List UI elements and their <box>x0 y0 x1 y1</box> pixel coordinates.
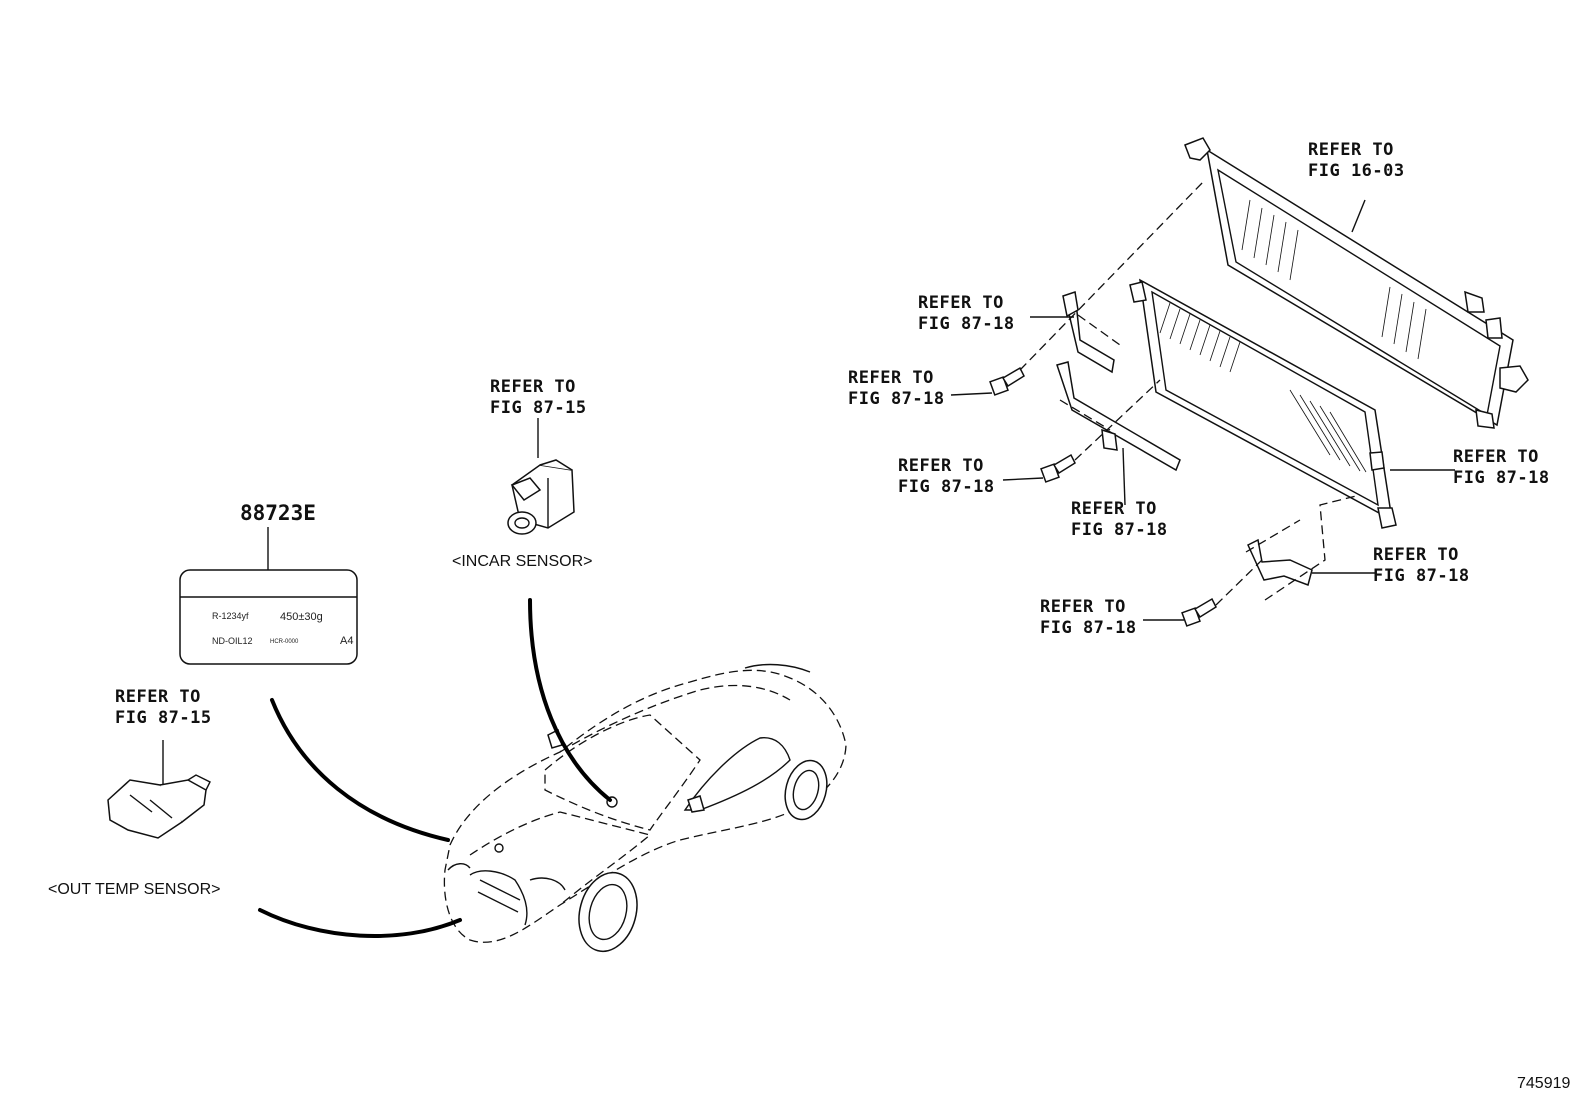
refer-label-16-03-line1: REFER TO <box>1308 140 1394 160</box>
out-temp-sensor-icon <box>107 740 211 839</box>
refer-label-bracket-low-line1: REFER TO <box>1373 545 1459 565</box>
caption-incar-sensor: <INCAR SENSOR> <box>452 553 592 570</box>
refer-label-outtemp-line2: FIG 87-15 <box>115 708 212 728</box>
refer-label-bracket-top-line1: REFER TO <box>918 293 1004 313</box>
refer-label-bolt-low-line1: REFER TO <box>1040 597 1126 617</box>
bracket-icon <box>1247 538 1313 586</box>
refer-label-condenser-line1: REFER TO <box>1453 447 1539 467</box>
refer-label-bolt-mid-line2: FIG 87-18 <box>898 477 995 497</box>
incar-sensor-icon <box>507 418 575 535</box>
refer-label-bolt-top-line2: FIG 87-18 <box>848 389 945 409</box>
label-card-icon: R-1234yf 450±30g ND-OIL12 HCR-0000 A4 <box>179 527 358 665</box>
radiator-icon <box>1184 137 1529 429</box>
refer-label-bolt-low-line2: FIG 87-18 <box>1040 618 1137 638</box>
leader-lines <box>950 199 1455 621</box>
refer-label-16-03-line2: FIG 16-03 <box>1308 161 1405 181</box>
refer-label-bolt-top-line1: REFER TO <box>848 368 934 388</box>
refer-label-incar-line2: FIG 87-15 <box>490 398 587 418</box>
refer-label-outtemp-line1: REFER TO <box>115 687 201 707</box>
bracket-icon <box>1062 291 1115 374</box>
refer-label-bracket-top-line2: FIG 87-18 <box>918 314 1015 334</box>
vehicle-outline-icon <box>443 663 847 953</box>
refer-label-bracket-mid-line1: REFER TO <box>1071 499 1157 519</box>
label-oil: ND-OIL12 <box>212 636 253 646</box>
bolt-icon <box>1181 597 1217 627</box>
label-refrigerant: R-1234yf <box>212 611 249 621</box>
refer-label-bracket-mid-line2: FIG 87-18 <box>1071 520 1168 540</box>
figure-id: 745919 <box>1517 1075 1570 1092</box>
label-code: A4 <box>340 635 353 647</box>
bolt-icon <box>1040 453 1076 483</box>
refer-label-incar-line1: REFER TO <box>490 377 576 397</box>
label-amount: 450±30g <box>280 611 323 623</box>
condenser-icon <box>1129 278 1397 529</box>
caption-out-temp-sensor: <OUT TEMP SENSOR> <box>48 881 221 898</box>
refer-label-condenser-line2: FIG 87-18 <box>1453 468 1550 488</box>
bracket-icon <box>1056 361 1181 472</box>
pointer-curves <box>258 598 612 938</box>
label-small: HCR-0000 <box>270 639 299 645</box>
assembly-dashed-lines <box>1019 179 1361 606</box>
refer-label-bolt-mid-line1: REFER TO <box>898 456 984 476</box>
refer-label-bracket-low-line2: FIG 87-18 <box>1373 566 1470 586</box>
part-number-label: 88723E <box>240 501 316 525</box>
bolt-icon <box>989 366 1025 396</box>
